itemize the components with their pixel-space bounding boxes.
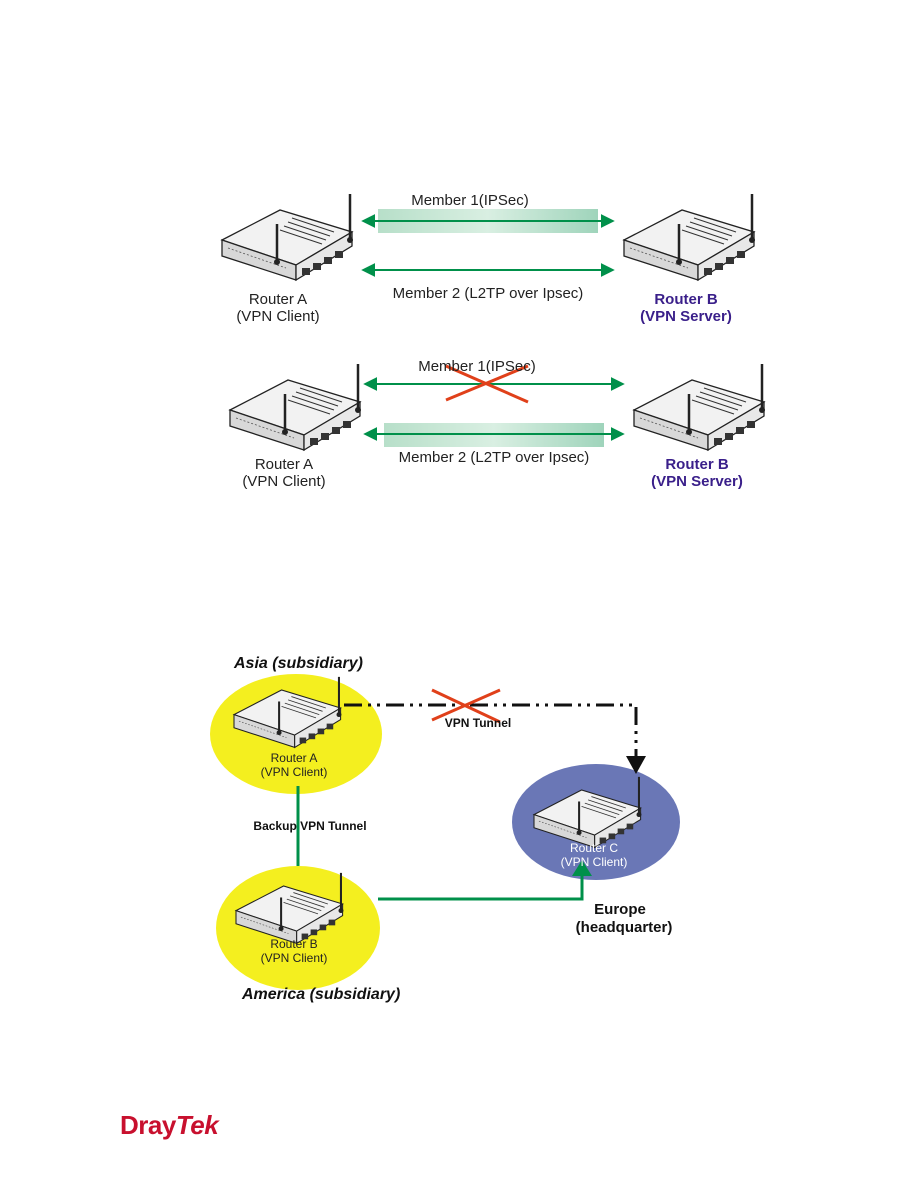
- router-c-label: Router C: [570, 841, 618, 855]
- america-to-europe-arrowhead: [572, 860, 592, 876]
- member1-label: Member 1(IPSec): [418, 358, 536, 375]
- router-c-role: (VPN Client): [561, 855, 628, 869]
- router-a-label: Router A: [271, 751, 318, 765]
- member1-failure-cross: [445, 364, 529, 404]
- america-label: America (subsidiary): [241, 986, 400, 1003]
- vpn-tunnel-arrowhead: [626, 756, 646, 774]
- router-a-icon: [228, 362, 363, 452]
- vpn-tunnel-line: [344, 703, 638, 756]
- member1-label: Member 1(IPSec): [411, 192, 529, 209]
- router-a-role: (VPN Client): [242, 473, 325, 490]
- router-b-icon: [622, 192, 757, 282]
- router-b-icon: [632, 362, 767, 452]
- router-a-icon: [220, 192, 355, 282]
- backup-vpn-tunnel-label: Backup VPN Tunnel: [253, 819, 366, 833]
- vpn-tunnel-label: VPN Tunnel: [445, 716, 511, 730]
- logo-tek: Tek: [175, 1110, 219, 1140]
- diagram-3-backup-vpn: Asia (subsidiary) VPN Tunnel Backup VPN …: [210, 655, 680, 1003]
- europe-label: Europe: [594, 901, 646, 918]
- diagram-2-member1-down: Member 1(IPSec) Member 2 (L2TP over Ipse…: [228, 358, 767, 490]
- router-a-role: (VPN Client): [236, 308, 319, 325]
- diagram-1-both-members-up: Member 1(IPSec) Member 2 (L2TP over Ipse…: [220, 192, 757, 325]
- router-a-label: Router A: [249, 291, 307, 308]
- router-b-label: Router B: [270, 937, 317, 951]
- member2-label: Member 2 (L2TP over Ipsec): [393, 285, 584, 302]
- router-a-role: (VPN Client): [261, 765, 328, 779]
- router-b-role: (VPN Server): [640, 308, 732, 325]
- asia-label: Asia (subsidiary): [233, 655, 363, 672]
- member2-label: Member 2 (L2TP over Ipsec): [399, 449, 590, 466]
- router-a-label: Router A: [255, 456, 313, 473]
- logo-dray: Dray: [120, 1110, 176, 1140]
- router-b-role: (VPN Server): [651, 473, 743, 490]
- router-b-role: (VPN Client): [261, 951, 328, 965]
- router-b-label: Router B: [665, 456, 729, 473]
- europe-sublabel: (headquarter): [576, 919, 673, 936]
- vpn-tunnel-failure-cross: [431, 688, 501, 724]
- draytek-logo: DrayTek: [120, 1110, 219, 1141]
- router-b-label: Router B: [654, 291, 718, 308]
- america-to-europe-line: [378, 872, 584, 901]
